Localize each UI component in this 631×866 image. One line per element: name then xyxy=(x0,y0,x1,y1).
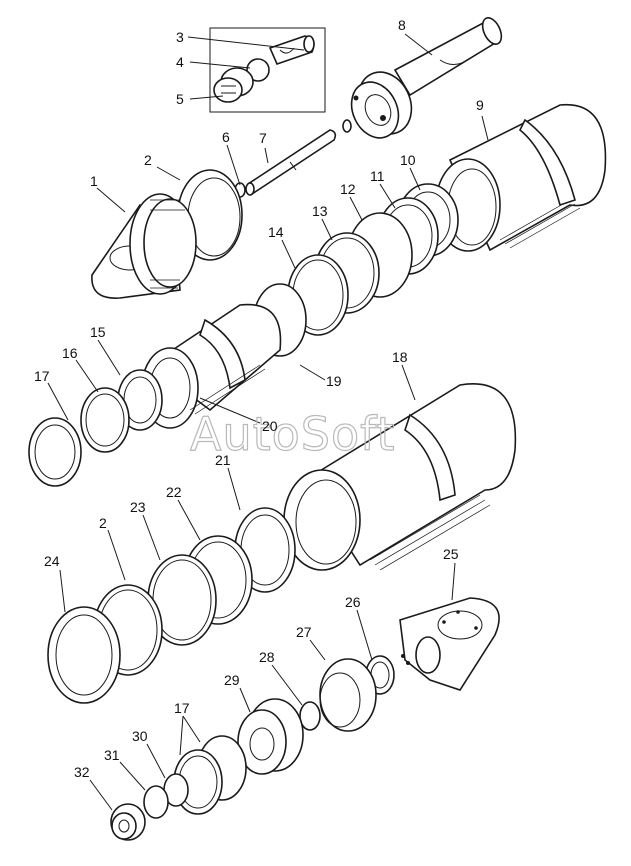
callout-28: 28 xyxy=(259,649,275,665)
callout-11: 11 xyxy=(370,168,385,184)
part-9-sleeve xyxy=(435,103,607,252)
part-16-ring xyxy=(80,387,130,453)
callout-labels: 3 4 5 8 9 6 7 2 1 10 11 12 13 14 15 16 1… xyxy=(34,17,484,780)
callout-4: 4 xyxy=(176,54,184,70)
callout-16: 16 xyxy=(62,345,78,361)
part-8-piston-rod xyxy=(350,17,503,139)
callout-18: 18 xyxy=(392,349,408,365)
callout-22: 22 xyxy=(166,484,182,500)
part-27-nut xyxy=(319,658,377,732)
callout-15: 15 xyxy=(90,324,106,340)
callout-23: 23 xyxy=(130,499,146,515)
callout-26: 26 xyxy=(345,594,361,610)
callout-8: 8 xyxy=(398,17,406,33)
part-28-ring xyxy=(299,701,321,731)
part-4-ball xyxy=(246,58,270,82)
callout-1: 1 xyxy=(90,173,98,189)
part-18-barrel xyxy=(283,383,517,571)
callout-24: 24 xyxy=(44,553,60,569)
callout-20: 20 xyxy=(262,418,278,434)
part-17-ring-lower xyxy=(173,735,247,815)
callout-19: 19 xyxy=(326,373,342,389)
callout-17-upper: 17 xyxy=(34,368,50,384)
callout-10: 10 xyxy=(400,152,416,168)
callout-3: 3 xyxy=(176,29,184,45)
part-5-plug xyxy=(213,67,254,103)
callout-32: 32 xyxy=(74,764,90,780)
callout-6: 6 xyxy=(222,129,230,145)
part-29-bushing xyxy=(237,698,304,775)
part-31-ring xyxy=(143,785,169,819)
callout-7: 7 xyxy=(259,130,267,146)
callout-14: 14 xyxy=(268,224,284,240)
callout-25: 25 xyxy=(443,546,459,562)
callout-2-top: 2 xyxy=(144,152,152,168)
inset-frame xyxy=(209,27,326,113)
callout-31: 31 xyxy=(104,747,120,763)
part-32-nut xyxy=(110,803,146,841)
part-17-ring-upper xyxy=(28,417,82,487)
callout-2-lower: 2 xyxy=(99,515,107,531)
part-7-pin xyxy=(245,119,352,196)
watermark-text: AutoSoft xyxy=(190,407,396,461)
callout-21: 21 xyxy=(215,452,231,468)
callout-27: 27 xyxy=(296,624,312,640)
part-24-ring xyxy=(47,606,121,704)
callout-30: 30 xyxy=(132,728,148,744)
callout-9: 9 xyxy=(476,97,484,113)
part-3-pin xyxy=(268,35,315,65)
callout-5: 5 xyxy=(176,91,184,107)
callout-13: 13 xyxy=(312,203,328,219)
part-25-eye-end xyxy=(399,597,500,691)
part-1-eye-end xyxy=(91,193,197,299)
callout-12: 12 xyxy=(340,181,356,197)
callout-29: 29 xyxy=(224,672,240,688)
callout-17-lower: 17 xyxy=(174,700,190,716)
leader-lines xyxy=(47,33,489,811)
